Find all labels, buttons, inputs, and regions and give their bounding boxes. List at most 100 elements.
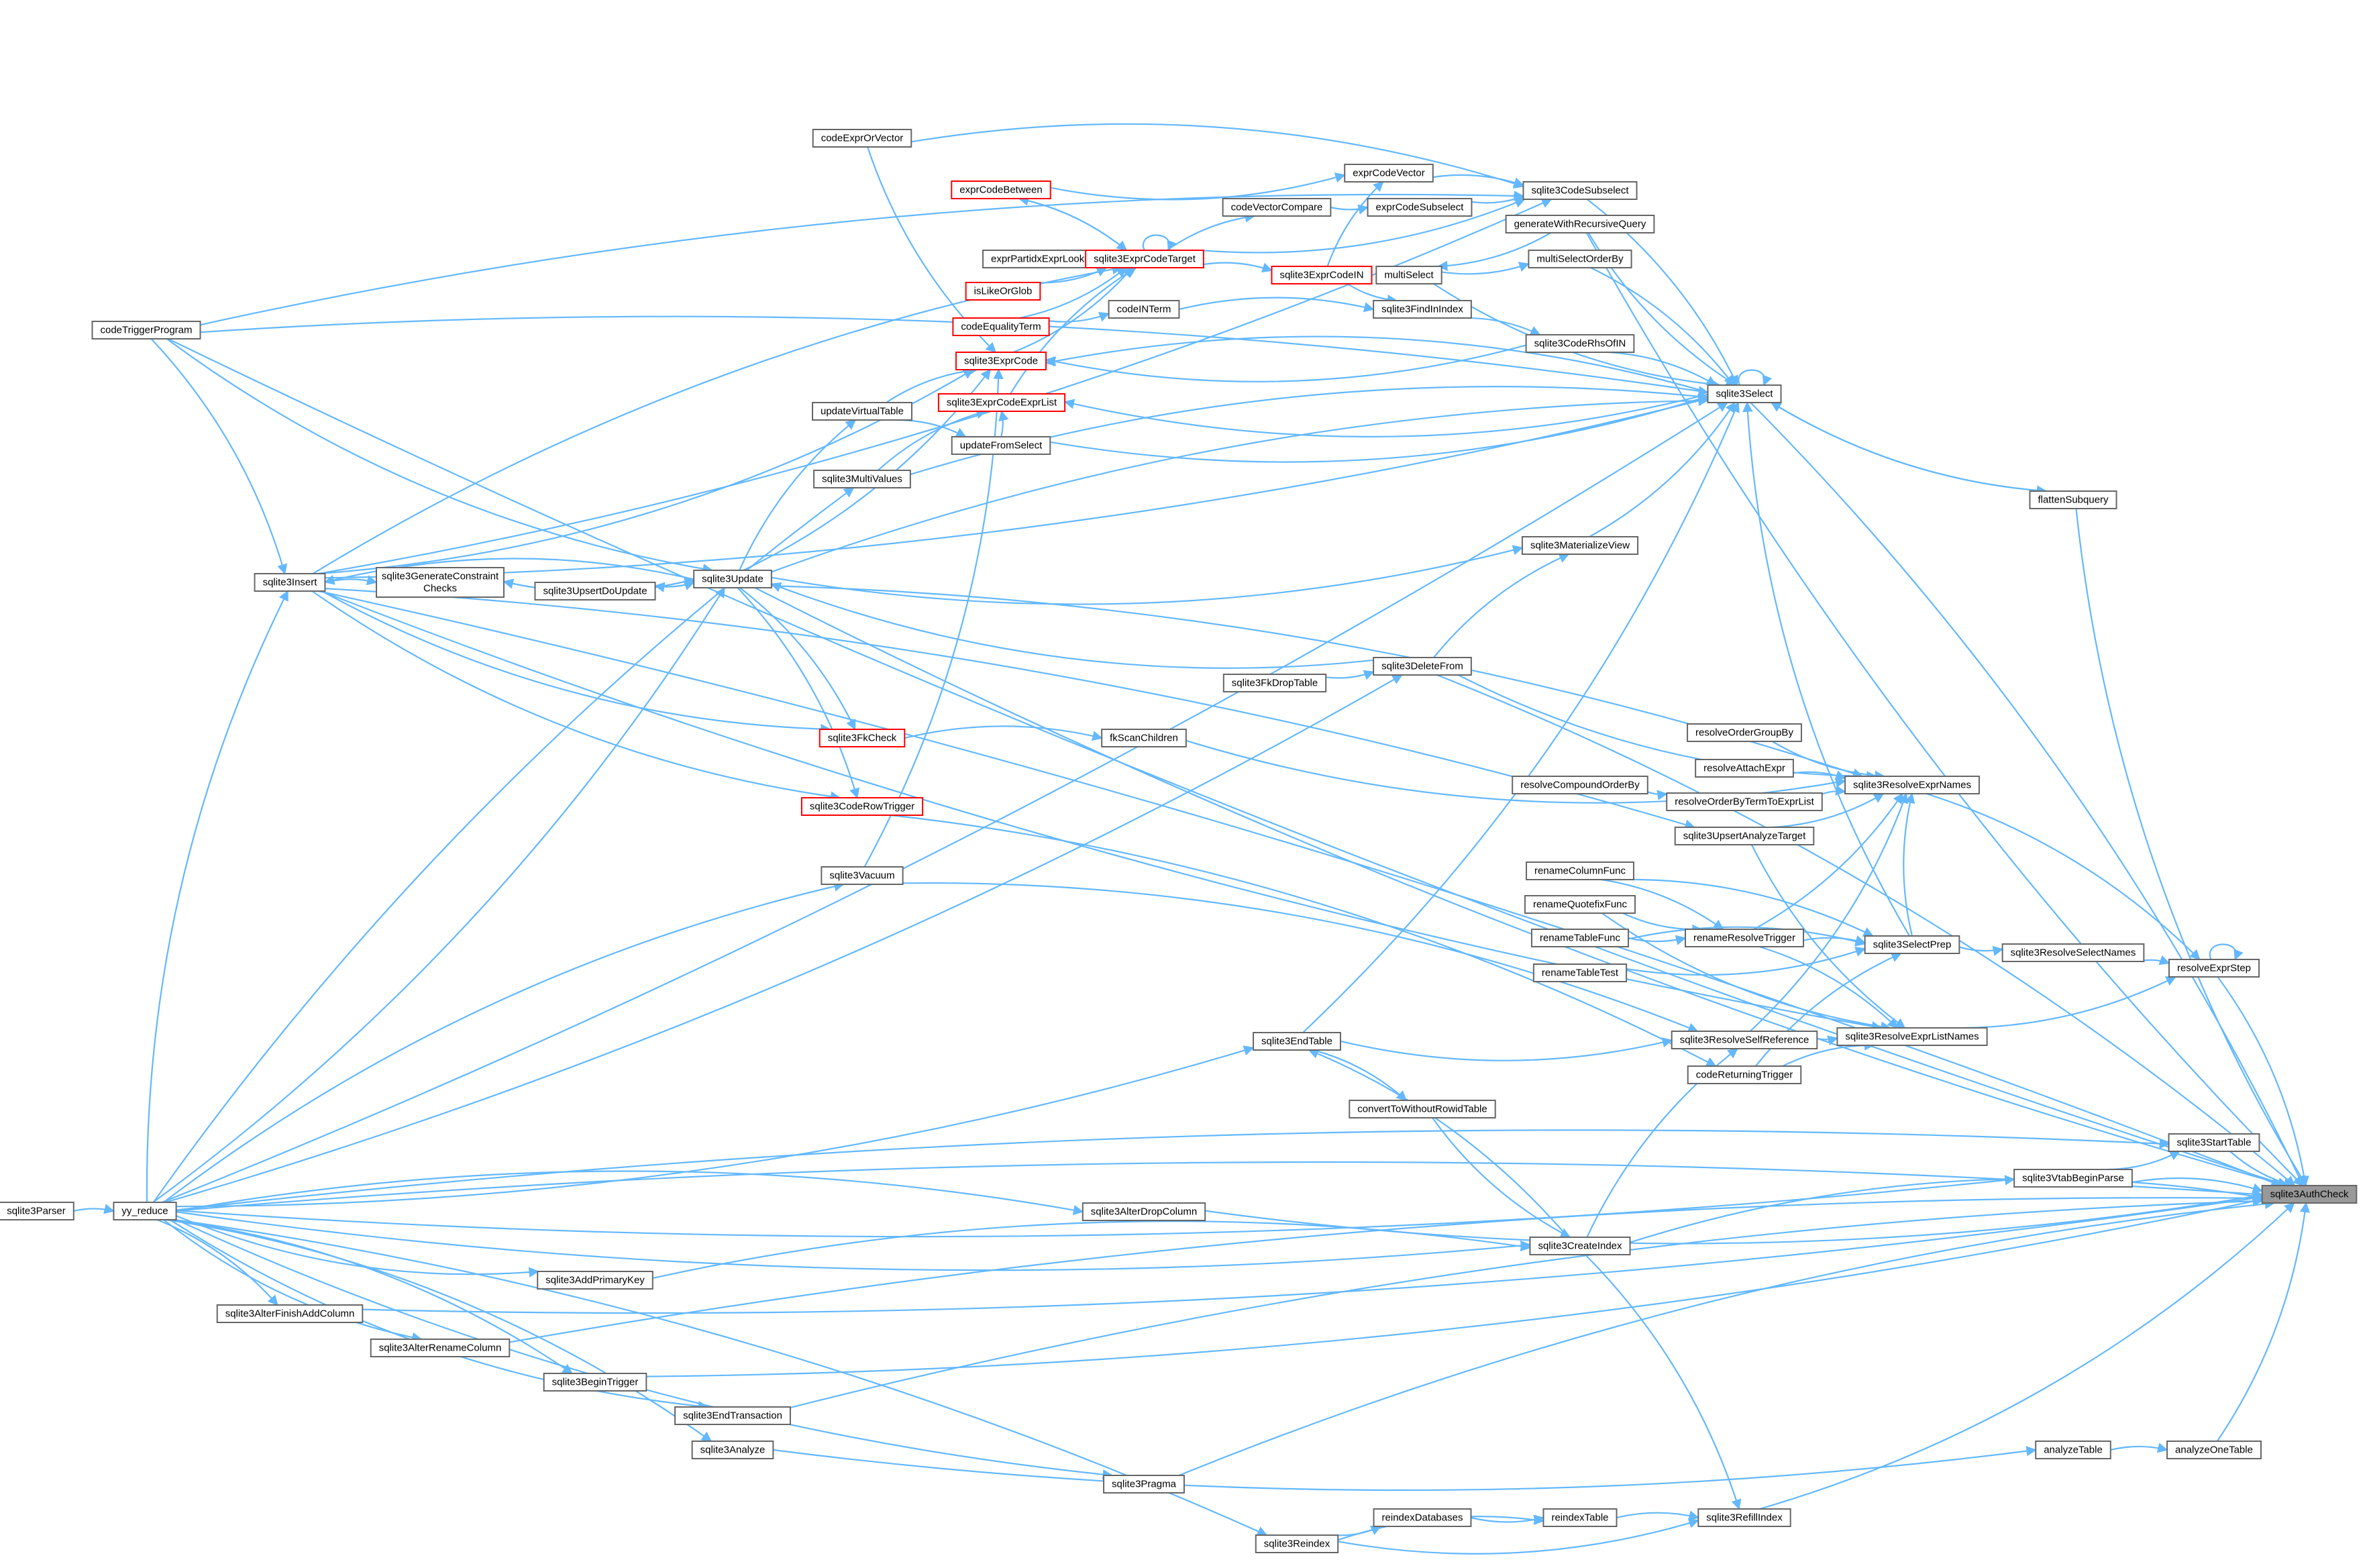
node-sqlite3BeginTrigger[interactable]: sqlite3BeginTrigger — [543, 1373, 647, 1392]
node-sqlite3FkDropTable[interactable]: sqlite3FkDropTable — [1222, 674, 1327, 692]
node-sqlite3CodeRhsOfIN[interactable]: sqlite3CodeRhsOfIN — [1525, 334, 1635, 353]
node-sqlite3ResolveExprListNames[interactable]: sqlite3ResolveExprListNames — [1836, 1027, 1988, 1046]
node-sqlite3ResolveSelfReference[interactable]: sqlite3ResolveSelfReference — [1671, 1031, 1818, 1049]
node-codeVectorCompare[interactable]: codeVectorCompare — [1222, 198, 1332, 217]
node-renameTableTest[interactable]: renameTableTest — [1532, 963, 1628, 982]
node-sqlite3UpsertAnalyzeTarget[interactable]: sqlite3UpsertAnalyzeTarget — [1674, 827, 1815, 845]
node-multiSelectOrderBy[interactable]: multiSelectOrderBy — [1528, 250, 1632, 268]
node-analyzeTable[interactable]: analyzeTable — [2035, 1441, 2111, 1459]
node-label: sqlite3ResolveExprNames — [1853, 780, 1971, 791]
node-renameColumnFunc[interactable]: renameColumnFunc — [1526, 861, 1634, 880]
node-sqlite3ExprCodeTarget[interactable]: sqlite3ExprCodeTarget — [1085, 250, 1204, 268]
edge-sqlite3StartTable-to-sqlite3AuthCheck — [2229, 1151, 2295, 1188]
node-isLikeOrGlob[interactable]: isLikeOrGlob — [965, 282, 1041, 301]
node-updateVirtualTable[interactable]: updateVirtualTable — [812, 402, 912, 421]
edge-yy_reduce-to-sqlite3Analyze — [166, 1218, 713, 1442]
node-label: sqlite3Select — [1716, 388, 1773, 400]
node-sqlite3EndTable[interactable]: sqlite3EndTable — [1253, 1032, 1341, 1051]
node-flattenSubquery[interactable]: flattenSubquery — [2029, 490, 2117, 509]
node-box — [113, 1202, 177, 1220]
edge-sqlite3Pragma-to-sqlite3AuthCheck — [1178, 1198, 2276, 1477]
node-label: sqlite3AlterDropColumn — [1091, 1206, 1197, 1218]
node-sqlite3AlterRenameColumn[interactable]: sqlite3AlterRenameColumn — [370, 1339, 511, 1357]
node-reindexDatabases[interactable]: reindexDatabases — [1373, 1508, 1472, 1527]
node-sqlite3Vacuum[interactable]: sqlite3Vacuum — [821, 866, 904, 885]
node-renameQuotefixFunc[interactable]: renameQuotefixFunc — [1524, 895, 1636, 914]
node-sqlite3VtabBeginParse[interactable]: sqlite3VtabBeginParse — [2013, 1169, 2133, 1188]
node-sqlite3AddPrimaryKey[interactable]: sqlite3AddPrimaryKey — [537, 1271, 653, 1290]
node-sqlite3MaterializeView[interactable]: sqlite3MaterializeView — [1521, 536, 1639, 555]
edge-multiSelect-to-multiSelectOrderBy — [1441, 262, 1530, 275]
node-sqlite3Reindex[interactable]: sqlite3Reindex — [1255, 1534, 1339, 1553]
node-box — [1532, 963, 1628, 982]
node-codeReturningTrigger[interactable]: codeReturningTrigger — [1687, 1065, 1802, 1084]
node-sqlite3ExprCodeExprList[interactable]: sqlite3ExprCodeExprList — [937, 393, 1066, 412]
node-codeEqualityTerm[interactable]: codeEqualityTerm — [952, 317, 1050, 336]
edge-sqlite3Insert-to-sqlite3CodeRowTrigger — [311, 590, 841, 802]
node-sqlite3DeleteFrom[interactable]: sqlite3DeleteFrom — [1373, 657, 1472, 676]
node-convertToWithoutRowidTable[interactable]: convertToWithoutRowidTable — [1349, 1100, 1496, 1118]
edge-sqlite3MaterializeView-to-sqlite3Select — [1589, 401, 1736, 537]
node-label: sqlite3ResolveSelectNames — [2011, 947, 2136, 959]
node-sqlite3Parser[interactable]: sqlite3Parser — [0, 1202, 74, 1220]
node-codeINTerm[interactable]: codeINTerm — [1108, 300, 1180, 319]
node-label: sqlite3ResolveSelfReference — [1680, 1035, 1809, 1046]
node-sqlite3CodeSubselect[interactable]: sqlite3CodeSubselect — [1522, 181, 1638, 200]
edge-updateFromSelect-to-sqlite3Select — [1050, 394, 1709, 463]
node-sqlite3ExprCode[interactable]: sqlite3ExprCode — [955, 352, 1047, 370]
node-sqlite3MultiValues[interactable]: sqlite3MultiValues — [813, 470, 911, 488]
node-sqlite3StartTable[interactable]: sqlite3StartTable — [2168, 1133, 2260, 1152]
node-sqlite3FkCheck[interactable]: sqlite3FkCheck — [819, 729, 906, 747]
edge-sqlite3AddPrimaryKey-to-sqlite3CreateIndex — [652, 1220, 1531, 1279]
node-sqlite3Pragma[interactable]: sqlite3Pragma — [1103, 1475, 1185, 1494]
node-yy_reduce[interactable]: yy_reduce — [113, 1202, 177, 1220]
edge-sqlite3ExprCodeTarget-to-sqlite3CodeSubselect — [1200, 198, 1526, 254]
node-box — [1525, 334, 1635, 353]
node-exprCodeSubselect[interactable]: exprCodeSubselect — [1367, 198, 1473, 217]
node-sqlite3CodeRowTrigger[interactable]: sqlite3CodeRowTrigger — [800, 797, 924, 816]
node-fkScanChildren[interactable]: fkScanChildren — [1101, 729, 1187, 747]
node-sqlite3Analyze[interactable]: sqlite3Analyze — [691, 1441, 774, 1459]
node-sqlite3SelectPrep[interactable]: sqlite3SelectPrep — [1864, 935, 1960, 954]
node-sqlite3RefillIndex[interactable]: sqlite3RefillIndex — [1697, 1508, 1791, 1527]
node-exprCodeBetween[interactable]: exprCodeBetween — [951, 180, 1051, 199]
node-sqlite3CreateIndex[interactable]: sqlite3CreateIndex — [1529, 1237, 1631, 1255]
node-sqlite3UpsertDoUpdate[interactable]: sqlite3UpsertDoUpdate — [534, 582, 656, 600]
node-sqlite3ResolveSelectNames[interactable]: sqlite3ResolveSelectNames — [2001, 943, 2145, 962]
node-generateWithRecursiveQuery[interactable]: generateWithRecursiveQuery — [1505, 215, 1655, 233]
node-box — [534, 582, 656, 600]
node-sqlite3AlterFinishAddColumn[interactable]: sqlite3AlterFinishAddColumn — [216, 1304, 364, 1323]
node-sqlite3EndTransaction[interactable]: sqlite3EndTransaction — [674, 1406, 791, 1425]
node-label: sqlite3ExprCodeExprList — [947, 397, 1057, 409]
edge-codeTriggerProgram-to-sqlite3Insert — [150, 338, 288, 575]
node-resolveOrderGroupBy[interactable]: resolveOrderGroupBy — [1687, 723, 1802, 742]
node-resolveAttachExpr[interactable]: resolveAttachExpr — [1695, 759, 1794, 778]
node-reindexTable[interactable]: reindexTable — [1542, 1508, 1618, 1527]
node-resolveExprStep[interactable]: resolveExprStep — [2168, 959, 2260, 978]
edge-yy_reduce-to-sqlite3VtabBeginParse — [176, 1175, 2015, 1238]
node-label: renameTableTest — [1542, 968, 1619, 979]
edge-renameTableFunc-to-sqlite3SelectPrep — [1628, 926, 1866, 947]
node-sqlite3AuthCheck[interactable]: sqlite3AuthCheck — [2261, 1185, 2358, 1204]
node-exprCodeVector[interactable]: exprCodeVector — [1344, 164, 1434, 182]
node-multiSelect[interactable]: multiSelect — [1375, 266, 1442, 284]
node-updateFromSelect[interactable]: updateFromSelect — [951, 436, 1051, 455]
node-resolveOrderByTermToExprList[interactable]: resolveOrderByTermToExprList — [1666, 792, 1823, 811]
node-codeTriggerProgram[interactable]: codeTriggerProgram — [91, 321, 201, 339]
node-sqlite3ExprCodeIN[interactable]: sqlite3ExprCodeIN — [1271, 266, 1373, 284]
node-resolveCompoundOrderBy[interactable]: resolveCompoundOrderBy — [1512, 776, 1648, 794]
node-sqlite3Insert[interactable]: sqlite3Insert — [254, 573, 326, 592]
node-sqlite3FindInIndex[interactable]: sqlite3FindInIndex — [1373, 300, 1472, 319]
node-label: generateWithRecursiveQuery — [1514, 219, 1646, 230]
node-sqlite3Update[interactable]: sqlite3Update — [693, 570, 772, 588]
node-renameTableFunc[interactable]: renameTableFunc — [1530, 929, 1630, 947]
node-sqlite3Select[interactable]: sqlite3Select — [1707, 384, 1782, 403]
node-renameResolveTrigger[interactable]: renameResolveTrigger — [1684, 929, 1805, 947]
node-analyzeOneTable[interactable]: analyzeOneTable — [2166, 1441, 2262, 1459]
node-sqlite3ResolveExprNames[interactable]: sqlite3ResolveExprNames — [1844, 776, 1980, 794]
node-sqlite3AlterDropColumn[interactable]: sqlite3AlterDropColumn — [1082, 1202, 1206, 1221]
node-codeExprOrVector[interactable]: codeExprOrVector — [812, 129, 912, 148]
edge-sqlite3Update-to-sqlite3AuthCheck — [754, 587, 2289, 1188]
node-exprPartidxExprLookup[interactable]: exprPartidxExprLookup — [982, 250, 1104, 268]
